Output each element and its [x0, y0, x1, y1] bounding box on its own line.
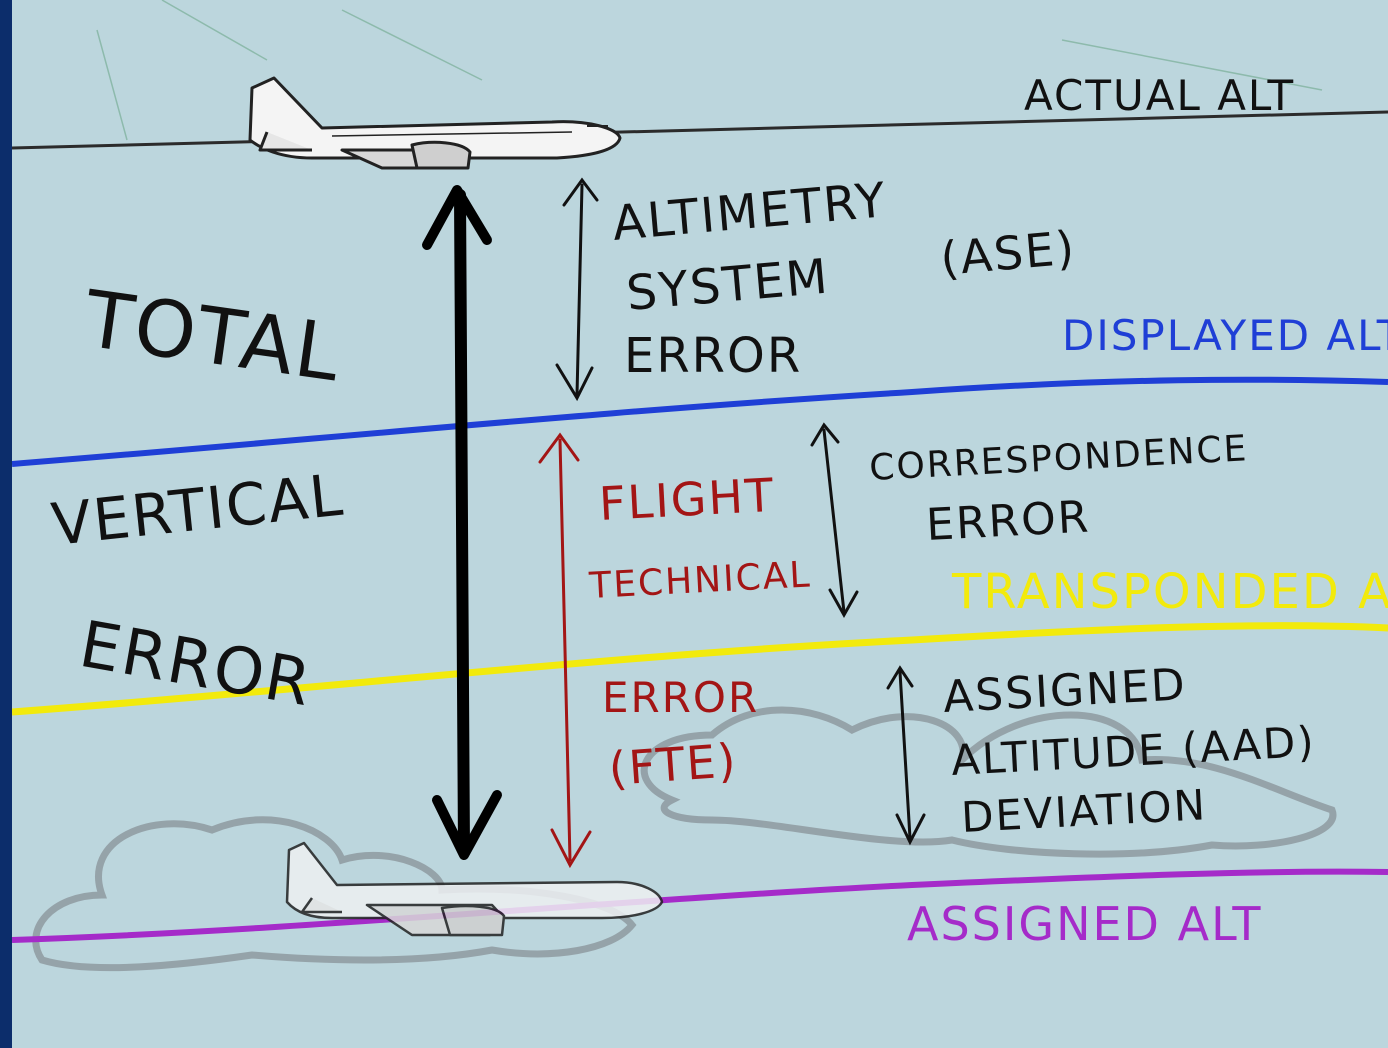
total-vertical-error-arrow — [422, 185, 502, 860]
corr-error-label: ERROR — [925, 491, 1092, 551]
airplane-actual-icon — [248, 76, 622, 170]
transponded-alt-line — [12, 622, 1388, 716]
ase-arrow — [555, 177, 599, 402]
sketch-guides — [96, 0, 1323, 141]
assigned-label: ASSIGNED — [942, 659, 1188, 723]
ase-label: (ASE) — [938, 220, 1078, 286]
fte-label: (FTE) — [607, 733, 739, 796]
actual-alt-label: ACTUAL ALT — [1024, 71, 1295, 120]
diagram-frame: ACTUAL ALT DISPLAYED ALT TRANSPONDED ALT… — [12, 0, 1388, 1048]
fte-arrow — [538, 432, 592, 869]
transponded-alt-label: TRANSPONDED ALT — [951, 564, 1388, 620]
fte-error-label: ERROR — [602, 673, 759, 722]
ase-error-label: ERROR — [624, 328, 802, 384]
assigned-alt-label: ASSIGNED ALT — [907, 897, 1262, 951]
correspondence-arrow — [810, 422, 859, 619]
flight-label: FLIGHT — [598, 468, 777, 531]
assigned-alt-line — [12, 868, 1388, 943]
aad-arrow — [886, 665, 926, 846]
airplane-assigned-icon — [285, 841, 664, 937]
displayed-alt-line — [12, 376, 1388, 467]
displayed-alt-label: DISPLAYED ALT — [1062, 311, 1388, 360]
altitude-error-diagram: ACTUAL ALT DISPLAYED ALT TRANSPONDED ALT… — [12, 0, 1388, 1048]
